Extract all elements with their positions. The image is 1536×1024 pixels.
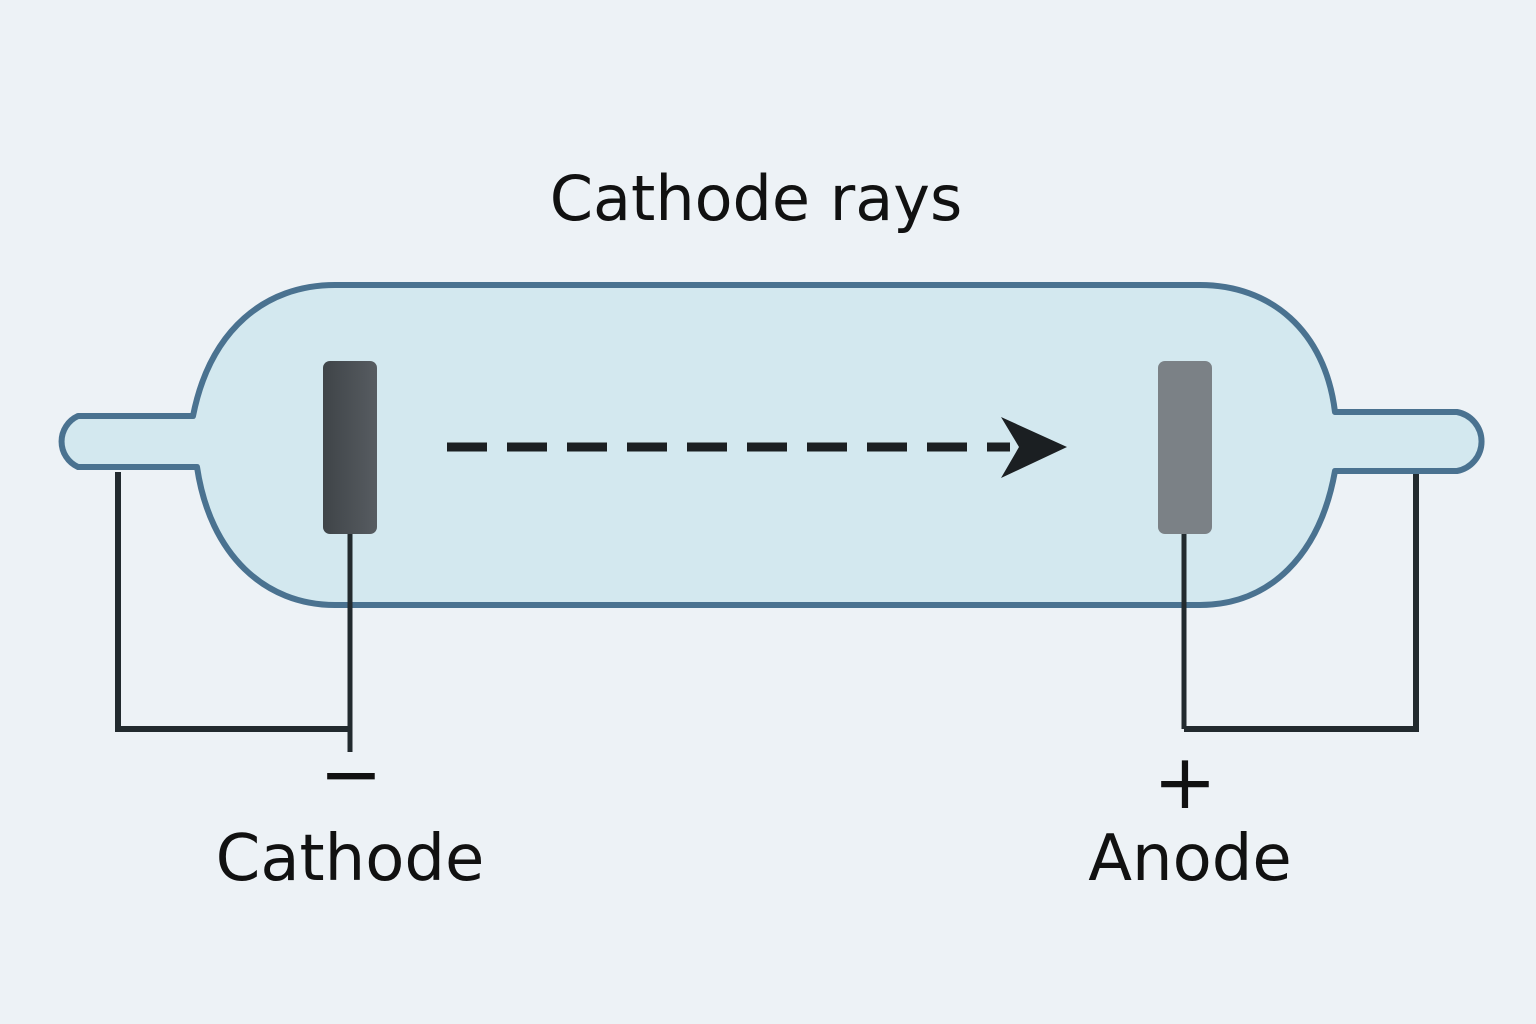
anode-positive-sign: + [1153,737,1217,826]
cathode-electrode [323,361,377,534]
cathode-label: Cathode [216,822,485,896]
cathode-external-wire [115,472,350,732]
anode-electrode [1158,361,1212,534]
diagram-title: Cathode rays [550,162,963,235]
anode-external-wire [1184,472,1419,732]
cathode-negative-sign: − [319,729,383,818]
anode-label: Anode [1088,822,1292,896]
cathode-ray-arrowhead [1001,417,1067,478]
